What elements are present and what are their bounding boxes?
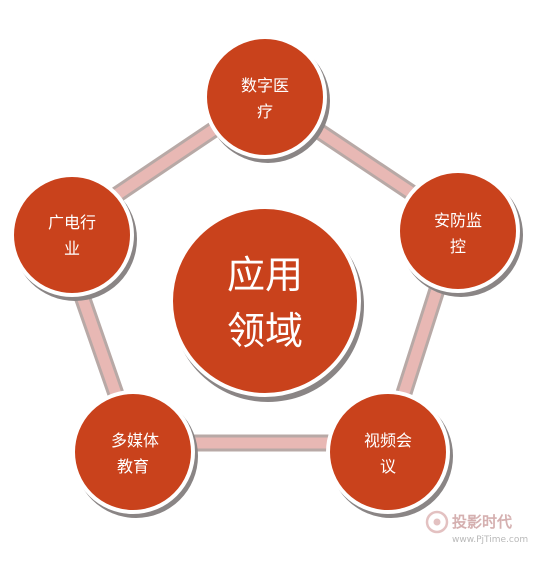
center-label-line2: 领域: [227, 309, 303, 353]
node-digital-medical: 数字医 疗: [203, 35, 330, 163]
node-broadcast-industry: 广电行 业: [10, 173, 137, 301]
node-security-monitoring: 安防监 控: [396, 169, 523, 297]
node-broadcast-industry-label-line2: 业: [64, 239, 80, 258]
watermark-brand: 投影时代: [452, 513, 512, 531]
node-security-monitoring-label-line1: 安防监: [434, 211, 482, 230]
node-video-conference-label-line1: 视频会: [364, 431, 412, 450]
node-digital-medical-label-line2: 疗: [257, 102, 273, 121]
watermark: 投影时代 www.PjTime.com: [425, 510, 528, 545]
node-broadcast-industry-label-line1: 广电行: [48, 213, 96, 232]
node-security-monitoring-label-line2: 控: [450, 237, 466, 256]
node-video-conference: 视频会 议: [326, 390, 453, 518]
node-multimedia-education: 多媒体 教育: [71, 390, 198, 518]
center-label-line1: 应用: [227, 253, 303, 297]
watermark-logo-icon: [425, 510, 449, 534]
watermark-url: www.PjTime.com: [452, 535, 528, 545]
center-node: 应用 领域: [169, 205, 364, 402]
node-digital-medical-label-line1: 数字医: [241, 76, 289, 95]
node-multimedia-education-label-line1: 多媒体: [111, 431, 159, 450]
node-video-conference-label-line2: 议: [380, 457, 396, 476]
node-multimedia-education-label-line2: 教育: [117, 457, 149, 476]
